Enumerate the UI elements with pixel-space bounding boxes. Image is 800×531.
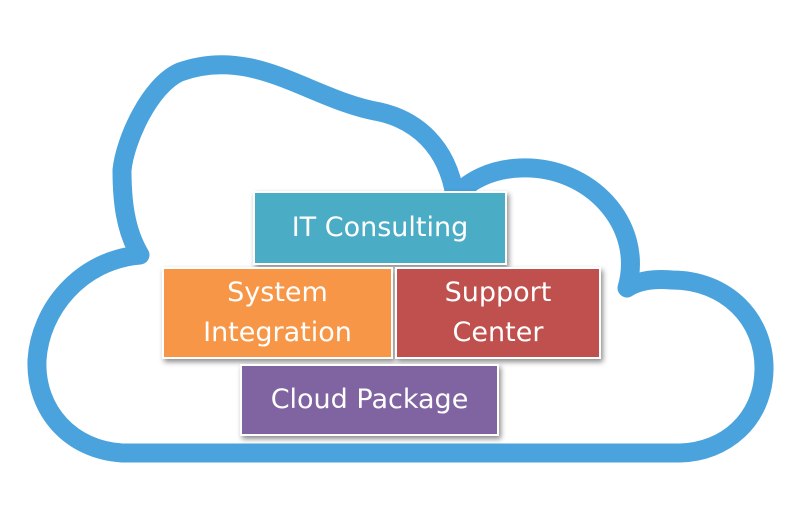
- it-consulting-box: IT Consulting: [253, 191, 507, 265]
- cloud-package-box: Cloud Package: [240, 364, 499, 436]
- cloud-outline: [27, 55, 774, 463]
- support-center-box: Support Center: [395, 267, 601, 359]
- system-integration-box: System Integration: [162, 267, 393, 359]
